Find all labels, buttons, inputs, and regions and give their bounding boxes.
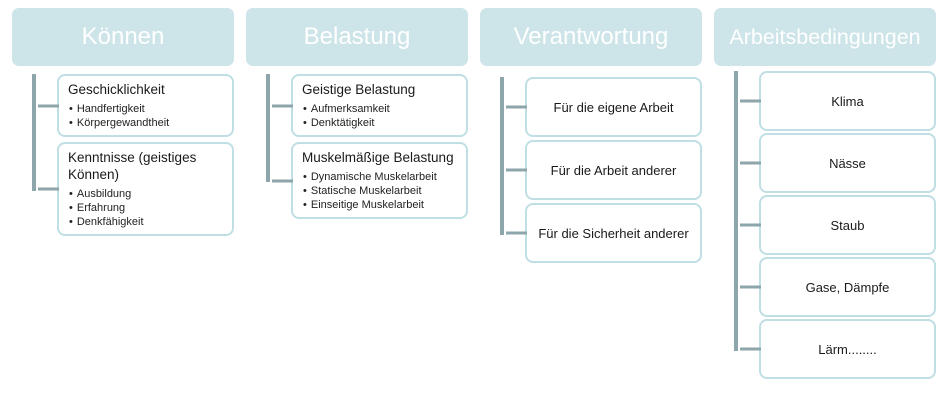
header-box-koennen: Können [12, 8, 234, 66]
child-box-arbeit-anderer: Für die Arbeit anderer [525, 140, 702, 200]
child-title: Geistige Belastung [302, 82, 416, 97]
column-arbeitsbedingungen: Arbeitsbedingungen Klima Nässe Staub Gas… [714, 8, 936, 416]
child-box-klima: Klima [759, 71, 936, 131]
child-box-naesse: Nässe [759, 133, 936, 193]
bullet-item: Dynamische Muskelarbeit [302, 170, 457, 184]
connector-vline [500, 77, 504, 235]
column-verantwortung: Verantwortung Für die eigene Arbeit Für … [480, 8, 702, 416]
column-koennen: Können Geschicklichkeit Handfertigkeit K… [12, 8, 234, 416]
children-koennen: Geschicklichkeit Handfertigkeit Körperge… [12, 74, 234, 237]
child-box-kenntnisse: Kenntnisse (geistiges Können) Ausbildung… [57, 142, 234, 237]
connector-vline [32, 74, 36, 191]
child-box-eigene-arbeit: Für die eigene Arbeit [525, 77, 702, 137]
child-title: Kenntnisse (geistiges Können) [68, 150, 197, 182]
child-box-geistige-belastung: Geistige Belastung Aufmerksamkeit Denktä… [291, 74, 468, 138]
header-box-verantwortung: Verantwortung [480, 8, 702, 66]
children-belastung: Geistige Belastung Aufmerksamkeit Denktä… [246, 74, 468, 220]
bullet-item: Ausbildung [68, 187, 223, 201]
column-belastung: Belastung Geistige Belastung Aufmerksamk… [246, 8, 468, 416]
bullet-item: Statische Muskelarbeit [302, 184, 457, 198]
bullet-item: Erfahrung [68, 201, 223, 215]
bullet-item: Körpergewandtheit [68, 116, 223, 130]
child-box-laerm: Lärm........ [759, 319, 936, 379]
connector-vline [266, 74, 270, 182]
children-arbeitsbedingungen: Klima Nässe Staub Gase, Dämpfe Lärm.....… [714, 71, 936, 379]
child-box-geschicklichkeit: Geschicklichkeit Handfertigkeit Körperge… [57, 74, 234, 138]
child-box-gase-daempfe: Gase, Dämpfe [759, 257, 936, 317]
bullet-item: Denkfähigkeit [68, 215, 223, 229]
child-title: Geschicklichkeit [68, 82, 165, 97]
header-box-belastung: Belastung [246, 8, 468, 66]
child-box-staub: Staub [759, 195, 936, 255]
bullet-item: Denktätigkeit [302, 116, 457, 130]
bullet-item: Aufmerksamkeit [302, 102, 457, 116]
child-box-sicherheit-anderer: Für die Sicherheit anderer [525, 203, 702, 263]
child-title: Muskelmäßige Belastung [302, 150, 454, 166]
header-box-arbeitsbedingungen: Arbeitsbedingungen [714, 8, 936, 66]
bullet-item: Handfertigkeit [68, 102, 223, 116]
connector-vline [734, 71, 738, 351]
children-verantwortung: Für die eigene Arbeit Für die Arbeit and… [480, 77, 702, 263]
bullet-item: Einseitige Muskelarbeit [302, 198, 457, 212]
child-box-muskelmaessige-belastung: Muskelmäßige Belastung Dynamische Muskel… [291, 142, 468, 220]
